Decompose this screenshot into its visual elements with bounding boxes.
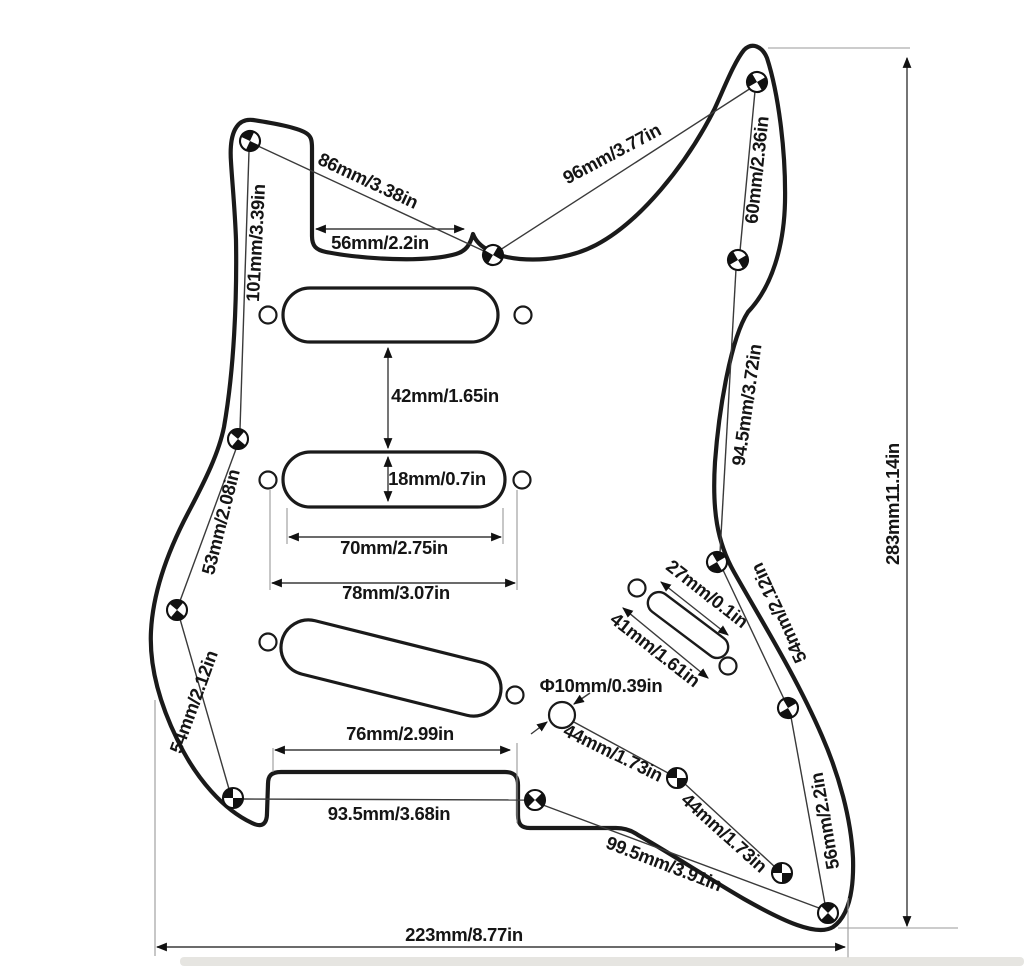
dim-label-pickup-length: 70mm/2.75in — [340, 537, 448, 558]
bridge-pickup-slot — [279, 618, 503, 718]
neck-pickup-slot — [281, 286, 500, 344]
dim-label-pickup-screw-span: 78mm/3.07in — [342, 582, 450, 603]
phi10-pointer-arrows — [530, 692, 591, 735]
dim-label-jack-hole-diameter: Φ10mm/0.39in — [539, 675, 663, 696]
scan-artifact-strip — [180, 957, 1024, 966]
dim-label-neck-pocket-width: 56mm/2.2in — [331, 232, 429, 253]
pickup-screw-holes — [258, 305, 738, 730]
dim-label-overall-width: 223mm/8.77in — [405, 924, 523, 945]
arrow-dimension-lines — [155, 56, 912, 952]
pickguard-outline — [148, 43, 856, 933]
dimension-lines — [179, 87, 826, 909]
dim-label-bridge-notch-top: 76mm/2.99in — [346, 723, 454, 744]
phi10-hole — [547, 700, 577, 730]
dim-label-pickup-gap: 42mm/1.65in — [391, 385, 499, 406]
dim-label-overall-height: 283mm11.14in — [882, 443, 903, 565]
middle-pickup-slot — [281, 450, 507, 509]
dim-label-pickup-height: 18mm/0.7in — [388, 468, 486, 489]
dim-label-bridge-notch-screws: 93.5mm/3.68in — [327, 803, 451, 824]
extension-lines — [154, 47, 958, 958]
